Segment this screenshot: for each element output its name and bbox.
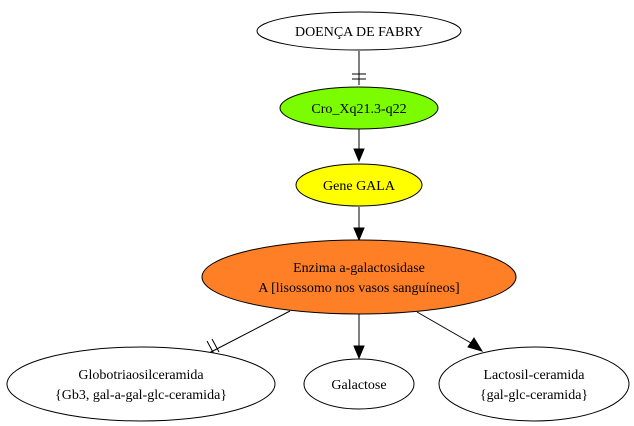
node-galactose-shape xyxy=(303,358,415,410)
node-gene: Gene GALA xyxy=(295,163,423,207)
node-fabry: DOENÇA DE FABRY xyxy=(256,11,462,51)
edge-enzyme-globo-bar-2 xyxy=(211,338,220,353)
node-lactosil-label-line1: Lactosil-ceramida xyxy=(483,368,585,383)
node-globo-label-line2: {Gb3, gal-a-gal-glc-ceramida} xyxy=(55,388,227,403)
node-enzyme: Enzima a-galactosidase A [lisossomo nos … xyxy=(201,239,517,315)
edge-enzyme-lactosil xyxy=(416,311,472,344)
node-enzyme-label-line2: A [lisossomo nos vasos sanguíneos] xyxy=(258,281,459,296)
node-globo-label-line1: Globotriaosilceramida xyxy=(78,368,204,383)
node-galactose: Galactose xyxy=(303,358,415,410)
node-fabry-shape xyxy=(256,11,462,51)
node-galactose-label: Galactose xyxy=(331,378,386,393)
edge-enzyme-globo xyxy=(208,310,291,354)
node-globo-shape xyxy=(6,346,276,422)
node-chromosome: Cro_Xq21.3-q22 xyxy=(279,86,439,130)
node-chromosome-label: Cro_Xq21.3-q22 xyxy=(311,102,406,117)
edge-enzyme-globo-bar-1 xyxy=(206,340,215,355)
node-lactosil: Lactosil-ceramida {gal-glc-ceramida} xyxy=(438,346,630,422)
arrowhead-enzyme-galactose xyxy=(353,345,365,360)
node-lactosil-shape xyxy=(438,346,630,422)
node-chromosome-shape xyxy=(279,86,439,130)
arrowhead-chromosome-gene xyxy=(353,148,365,163)
node-gene-label: Gene GALA xyxy=(323,179,396,194)
node-enzyme-shape xyxy=(201,239,517,315)
node-globo: Globotriaosilceramida {Gb3, gal-a-gal-gl… xyxy=(6,346,276,422)
node-fabry-label: DOENÇA DE FABRY xyxy=(295,25,423,40)
arrowhead-gene-enzyme xyxy=(353,227,365,242)
arrowhead-enzyme-lactosil xyxy=(467,337,484,352)
node-enzyme-label-line1: Enzima a-galactosidase xyxy=(293,261,425,276)
node-lactosil-label-line2: {gal-glc-ceramida} xyxy=(480,388,588,403)
edges xyxy=(206,51,484,360)
node-gene-shape xyxy=(295,163,423,207)
